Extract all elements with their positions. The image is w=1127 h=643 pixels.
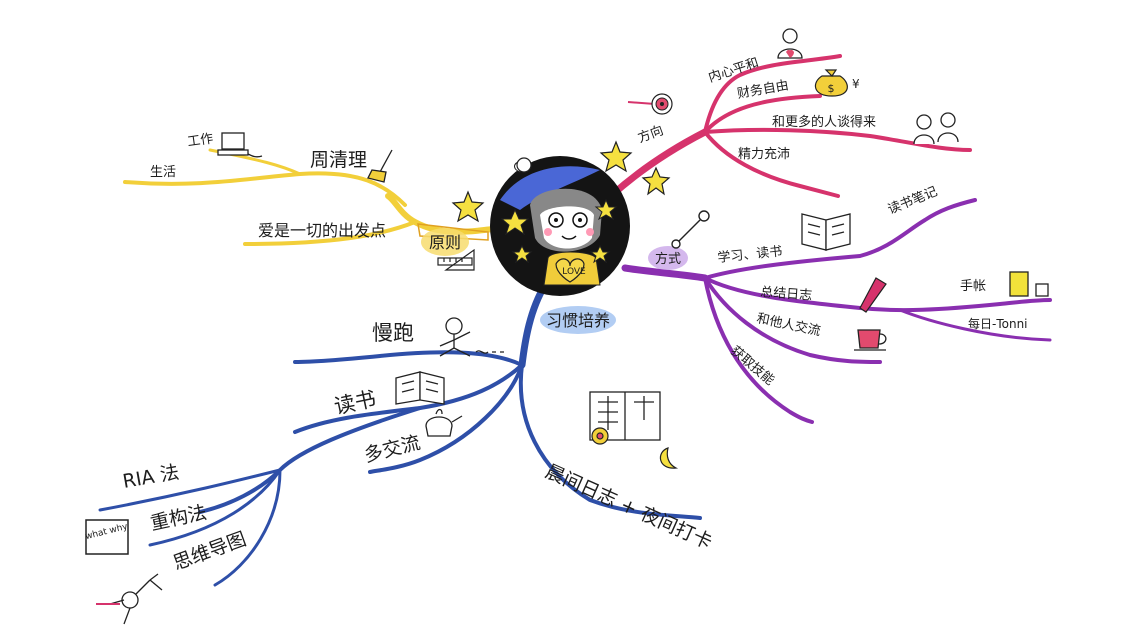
wrench-icon	[671, 210, 710, 249]
habits-jogging-branch	[293, 350, 524, 367]
principle-life-text: 生活	[150, 165, 176, 180]
principle-branches	[123, 148, 503, 246]
method-skill-branch	[703, 276, 814, 424]
method-main-branch	[621, 264, 709, 282]
method-branches	[621, 198, 1052, 424]
teapot-icon	[425, 408, 463, 437]
habits-morning-branch	[518, 363, 702, 520]
open-book-icon	[801, 213, 851, 251]
principle-work-text: 工作	[186, 131, 214, 149]
direction-main-branch	[608, 128, 709, 199]
principle-love-text: 爱是一切的出发点	[258, 221, 386, 240]
method-summary-branch	[703, 276, 1052, 313]
principle-label: 原则	[429, 233, 461, 252]
money-bag-icon: $ ¥	[814, 69, 860, 97]
habits-method-branch	[198, 406, 422, 514]
habits-badge	[540, 306, 616, 334]
method-badge	[648, 246, 688, 270]
habits-ria-branch	[98, 468, 282, 512]
two-people-icon	[913, 112, 959, 145]
sun-icon	[591, 427, 609, 445]
method-label: 方式	[655, 251, 681, 267]
method-summary-text: 总结日志	[760, 285, 813, 304]
principle-love-branch	[243, 220, 417, 246]
habits-communicate-branch	[368, 363, 524, 474]
person-heart-icon	[777, 28, 803, 59]
habits-main-branch	[518, 281, 549, 369]
love-badge-text: LOVE	[562, 267, 586, 277]
habits-branches	[98, 281, 702, 587]
coffee-cup-icon	[854, 329, 887, 351]
direction-inner-peace-branch	[703, 54, 842, 134]
notebook-icon	[1009, 271, 1049, 297]
direction-energetic-branch	[703, 130, 840, 198]
direction-branches	[608, 54, 972, 199]
moon-icon	[659, 447, 679, 469]
habits-restructure-branch	[148, 468, 282, 547]
method-study-text: 学习、读书	[717, 243, 783, 266]
method-reading-notes-text: 读书笔记	[886, 183, 940, 217]
computer-icon	[217, 132, 263, 158]
fountain-pen-icon	[859, 277, 887, 313]
method-daily-branch	[898, 308, 1052, 342]
star-icon	[500, 198, 618, 264]
direction-target-arrow	[627, 101, 656, 105]
principle-weekly-text: 周清理	[310, 149, 367, 171]
method-daily-text: 每日-Tonni	[968, 316, 1028, 331]
direction-getalong-branch	[703, 127, 972, 152]
habits-jogging-text: 慢跑	[372, 321, 414, 345]
svg-text:$: $	[828, 82, 835, 95]
cartoon-person-icon	[96, 573, 163, 625]
method-talk-branch	[703, 276, 882, 364]
broom-icon	[367, 149, 393, 183]
habits-mindmap-branch	[213, 468, 282, 587]
direction-energetic-text: 精力充沛	[738, 146, 790, 162]
what-why-box	[85, 519, 129, 555]
principle-hatch	[417, 223, 489, 241]
method-notebook-text: 手帐	[960, 279, 986, 294]
svg-text:¥: ¥	[852, 77, 860, 91]
principle-weekly-branch	[123, 171, 407, 207]
direction-financial-branch	[703, 94, 822, 134]
target-icon	[651, 93, 673, 115]
running-person-icon	[439, 317, 504, 357]
open-book-icon	[395, 371, 445, 405]
principle-badge	[421, 228, 469, 256]
habits-label: 习惯培养	[546, 311, 610, 330]
direction-getalong-text: 和更多的人谈得来	[772, 114, 876, 130]
star-icon	[451, 140, 671, 223]
method-study-branch	[703, 198, 977, 280]
direction-label: 方向	[636, 122, 666, 146]
habits-morning-text: 晨间日志 + 夜间打卡	[542, 460, 715, 553]
ruler-icon	[437, 248, 475, 271]
habits-ria-text: RIA 法	[121, 461, 181, 493]
